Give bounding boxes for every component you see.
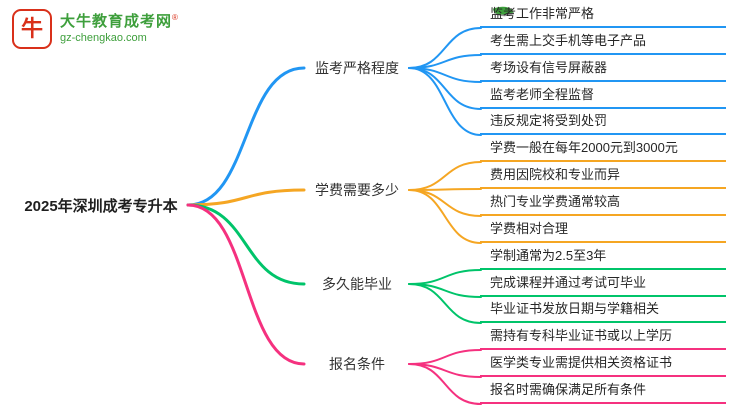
branch-curve-tuition bbox=[186, 188, 306, 207]
leaf-node: 费用因院校和专业而异 bbox=[480, 163, 726, 189]
leaf-node: 学费一般在每年2000元到3000元 bbox=[480, 136, 726, 162]
leaf-node: 监考老师全程监督 bbox=[480, 83, 726, 109]
logo-domain: gz-chengkao.com bbox=[60, 32, 147, 45]
leaf-curve bbox=[408, 27, 482, 69]
leaf-node: 学费相对合理 bbox=[480, 217, 726, 243]
leaf-node: 医学类专业需提供相关资格证书 bbox=[480, 351, 726, 377]
leaf-curve bbox=[408, 67, 482, 110]
leaf-node: 报名时需确保满足所有条件 bbox=[480, 378, 726, 404]
logo-title-text: 大牛教育成考网 bbox=[60, 13, 173, 31]
leaf-curve bbox=[408, 363, 482, 378]
leaf-curve bbox=[408, 283, 482, 298]
registered-mark: ® bbox=[172, 13, 179, 23]
leaf-curve bbox=[408, 67, 482, 136]
branch-label-exam-strictness: 监考严格程度 bbox=[315, 60, 399, 76]
branch-curve-graduation bbox=[186, 203, 306, 286]
leaf-node: 完成课程并通过考试可毕业 bbox=[480, 271, 726, 297]
branch-curve-exam-strictness bbox=[186, 66, 306, 207]
leaf-node: 违反规定将受到处罚 bbox=[480, 109, 726, 135]
leaf-curve bbox=[408, 161, 482, 191]
leaf-curve bbox=[408, 283, 482, 324]
leaf-curve bbox=[408, 54, 482, 69]
bull-glyph: 牛 bbox=[20, 16, 43, 41]
leaf-node: 考生需上交手机等电子产品 bbox=[480, 29, 726, 55]
leaf-node: 监考工作非常严格 bbox=[480, 2, 726, 28]
leaf-node: 考场设有信号屏蔽器 bbox=[480, 56, 726, 82]
logo-text: 大牛教育成考网® gz-chengkao.com bbox=[60, 13, 179, 45]
branch-label-graduation: 多久能毕业 bbox=[322, 276, 392, 292]
logo-title: 大牛教育成考网® bbox=[60, 13, 179, 30]
bull-logo-icon: 牛 bbox=[12, 3, 515, 49]
branch-label-requirements: 报名条件 bbox=[329, 356, 385, 372]
leaf-curve bbox=[408, 189, 482, 244]
leaf-curve bbox=[408, 269, 482, 285]
root-topic: 2025年深圳成考专升本 bbox=[24, 198, 178, 215]
leaf-node: 需持有专科毕业证书或以上学历 bbox=[480, 324, 726, 350]
leaf-node: 毕业证书发放日期与学籍相关 bbox=[480, 297, 726, 323]
leaf-curve bbox=[408, 67, 482, 83]
leaf-curve bbox=[408, 189, 482, 217]
branch-label-tuition: 学费需要多少 bbox=[315, 182, 399, 198]
leaf-node: 热门专业学费通常较高 bbox=[480, 190, 726, 216]
leaf-node: 学制通常为2.5至3年 bbox=[480, 244, 726, 270]
site-logo[interactable]: 牛 大牛教育成考网® gz-chengkao.com bbox=[12, 3, 515, 49]
leaf-curve bbox=[408, 349, 482, 365]
branch-curve-requirements bbox=[186, 203, 306, 366]
leaf-curve bbox=[408, 363, 482, 405]
leaf-curve bbox=[408, 188, 482, 191]
